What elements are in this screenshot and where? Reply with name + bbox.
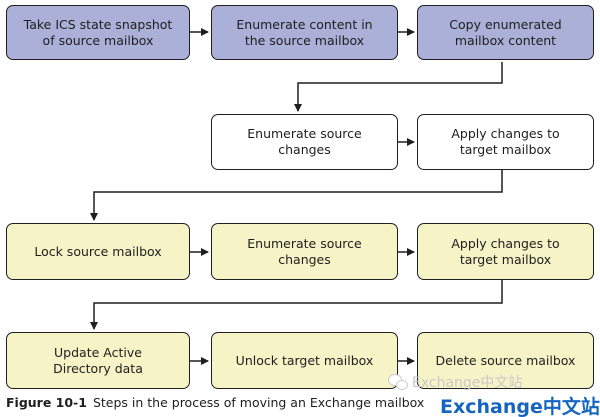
step-enum-changes-1-line2: changes (278, 142, 331, 157)
step-delete-source-line1: Delete source mailbox (435, 352, 576, 368)
step-enum-content-line2: the source mailbox (244, 32, 365, 48)
wechat-icon (388, 374, 408, 390)
step-lock-source: Lock source mailbox (6, 223, 190, 280)
watermark-small-text: Exchange中文站 (412, 375, 523, 391)
step-ics-snapshot-line2: of source mailbox (42, 32, 154, 48)
step-ics-snapshot: Take ICS state snapshot of source mailbo… (6, 5, 190, 60)
step-copy-content-line2: mailbox content (454, 32, 557, 48)
step-enum-changes-2-line2: changes (278, 251, 331, 267)
step-apply-changes-2-line2: target mailbox (459, 251, 552, 267)
step-unlock-target: Unlock target mailbox (211, 332, 398, 389)
step-update-ad: Update Active Directory data (6, 332, 190, 389)
watermark-big: Exchange中文站 (440, 396, 600, 417)
arrow-copy-to-enum-changes-1 (294, 62, 503, 112)
step-enum-content: Enumerate content in the source mailbox (211, 5, 398, 60)
step-apply-changes-1-line2: target mailbox (459, 142, 552, 157)
step-enum-changes-1: Enumerate source changes (211, 114, 398, 170)
step-enum-changes-1-line1: Enumerate source (247, 126, 362, 141)
step-lock-source-line1: Lock source mailbox (34, 243, 162, 259)
step-apply-changes-1: Apply changes to target mailbox (417, 114, 594, 170)
step-delete-source: Delete source mailbox (417, 332, 594, 389)
figure-caption: Figure 10-1 Steps in the process of movin… (6, 395, 424, 410)
step-update-ad-line1: Update Active (54, 344, 142, 360)
step-apply-changes-1-line1: Apply changes to (451, 126, 560, 141)
figure-label: Figure 10-1 (6, 395, 87, 410)
step-apply-changes-2: Apply changes to target mailbox (417, 223, 594, 280)
watermark-small: Exchange中文站 (388, 372, 522, 392)
figure-caption-text: Steps in the process of moving an Exchan… (92, 395, 425, 410)
step-copy-content-line1: Copy enumerated (449, 16, 562, 32)
step-apply-changes-2-line1: Apply changes to (451, 235, 560, 251)
step-ics-snapshot-line1: Take ICS state snapshot (23, 16, 173, 32)
arrow-apply-1-to-lock (90, 170, 503, 221)
step-enum-changes-2: Enumerate source changes (211, 223, 398, 280)
step-copy-content: Copy enumerated mailbox content (417, 5, 594, 60)
arrow-apply-2-to-update-ad (90, 280, 503, 330)
step-enum-changes-2-line1: Enumerate source (247, 235, 362, 251)
step-update-ad-line2: Directory data (53, 360, 143, 376)
step-enum-content-line1: Enumerate content in (236, 16, 373, 32)
step-unlock-target-line1: Unlock target mailbox (235, 352, 374, 368)
